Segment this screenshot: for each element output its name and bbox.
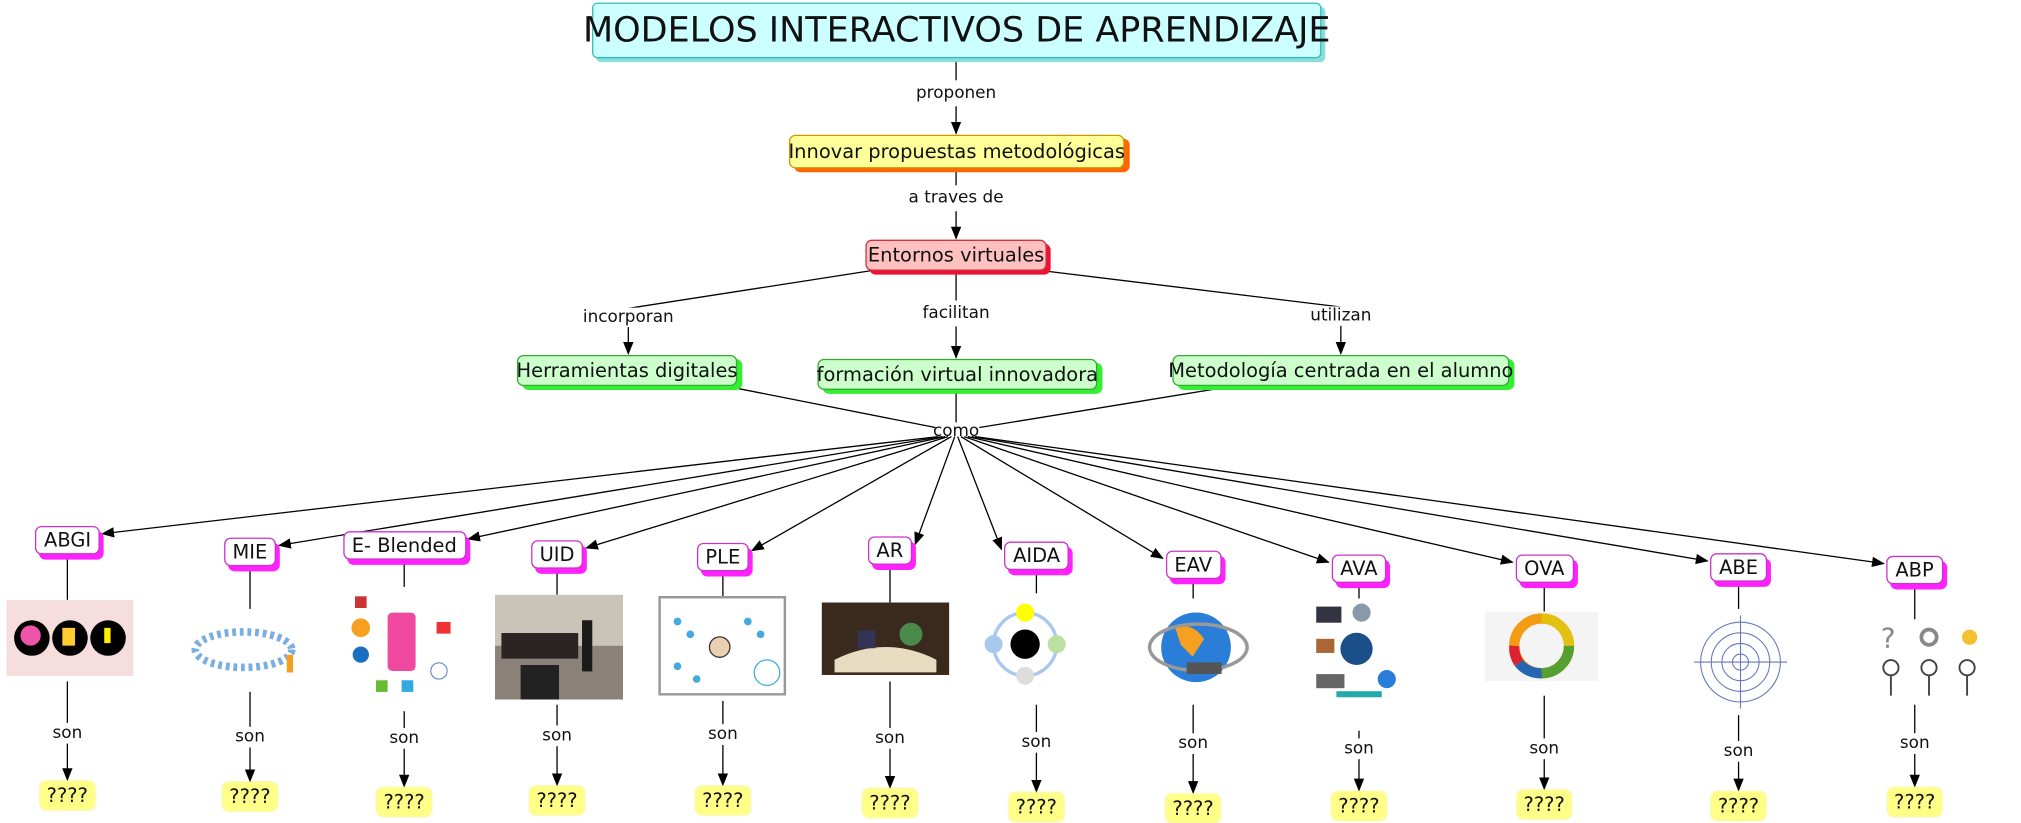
augmented-book-image xyxy=(821,602,950,676)
node-entornos-virtuales[interactable]: Entornos virtuales xyxy=(865,239,1047,271)
link-label-son: son xyxy=(232,727,268,747)
como-arrow xyxy=(975,435,1885,568)
node-eav[interactable]: EAV xyxy=(1165,550,1222,580)
como-arrow xyxy=(467,435,946,542)
link-label-son: son xyxy=(1897,733,1933,754)
node-ova[interactable]: OVA xyxy=(1515,554,1574,583)
connector-line xyxy=(979,388,1218,429)
virtual-environment-collage xyxy=(1311,599,1412,726)
leaf-node-placeholder[interactable]: ???? xyxy=(1887,787,1942,817)
leaf-node-placeholder[interactable]: ???? xyxy=(1517,790,1572,819)
link-label-son: son xyxy=(705,724,741,745)
classroom-photo xyxy=(495,594,623,700)
node-ple[interactable]: PLE xyxy=(696,542,750,572)
node-metodologia[interactable]: Metodología centrada en el alumno xyxy=(1168,354,1513,387)
kolb-target-image xyxy=(1674,609,1807,710)
leaf-node-placeholder[interactable]: ???? xyxy=(862,788,918,818)
ple-whiteboard-image xyxy=(658,595,787,696)
leaf-node-placeholder[interactable]: ???? xyxy=(1331,791,1387,821)
como-arrow xyxy=(750,436,952,552)
link-label-utilizan: utilizan xyxy=(1307,306,1375,326)
node-innovar[interactable]: Innovar propuestas metodológicas xyxy=(788,134,1125,169)
leaf-node-placeholder[interactable]: ???? xyxy=(222,782,278,811)
node-abe[interactable]: ABE xyxy=(1710,553,1768,582)
main-title-node[interactable]: MODELOS INTERACTIVOS DE APRENDIZAJE xyxy=(583,2,1331,59)
node-abgi[interactable]: ABGI xyxy=(34,525,101,555)
connector-line xyxy=(725,385,936,429)
como-arrow xyxy=(963,435,1330,564)
node-aida[interactable]: AIDA xyxy=(1004,541,1070,571)
leaf-node-placeholder[interactable]: ???? xyxy=(695,786,750,815)
leaf-node-placeholder[interactable]: ???? xyxy=(1009,792,1064,822)
link-label-facilitan: facilitan xyxy=(919,303,993,324)
link-label-son: son xyxy=(872,728,908,749)
leaf-node-placeholder[interactable]: ???? xyxy=(529,786,585,815)
aida-cycle-image xyxy=(976,593,1089,699)
link-label-como: como xyxy=(932,421,980,442)
como-arrow xyxy=(971,435,1709,565)
node-ava[interactable]: AVA xyxy=(1331,554,1387,583)
como-arrow xyxy=(101,435,939,538)
como-arrow xyxy=(914,436,956,546)
node-abp[interactable]: ABP xyxy=(1886,555,1943,585)
link-label-son: son xyxy=(1526,739,1562,759)
node-uid[interactable]: UID xyxy=(530,540,584,569)
thinking-figures-image: ? xyxy=(1866,619,1993,699)
leaf-node-placeholder[interactable]: ???? xyxy=(376,787,432,817)
link-label-son: son xyxy=(386,728,422,749)
globe-figure-image xyxy=(1140,599,1257,700)
como-arrow xyxy=(957,436,1003,551)
svg-text:?: ? xyxy=(1881,621,1896,654)
link-label-incorporan: incorporan xyxy=(580,307,677,328)
node-ar[interactable]: AR xyxy=(867,536,913,565)
como-arrow xyxy=(960,436,1164,560)
node-e-blended[interactable]: E- Blended xyxy=(342,531,466,560)
como-arrow xyxy=(277,435,943,549)
link-label-son: son xyxy=(1721,741,1757,762)
node-herramientas-digitales[interactable]: Herramientas digitales xyxy=(517,354,738,387)
leaf-node-placeholder[interactable]: ???? xyxy=(1165,794,1221,823)
link-label-son: son xyxy=(1175,733,1211,754)
link-label-son: son xyxy=(49,723,85,743)
node-formacion-virtual[interactable]: formación virtual innovadora xyxy=(817,358,1098,390)
ova-ring-image xyxy=(1484,611,1599,690)
link-label-son: son xyxy=(1341,739,1377,759)
blended-learning-image xyxy=(343,587,460,706)
como-arrow xyxy=(584,435,949,550)
heads-brain-image xyxy=(6,599,134,677)
node-mie[interactable]: MIE xyxy=(223,537,277,567)
people-circle-image xyxy=(180,609,307,687)
link-label-a-traves-de: a traves de xyxy=(905,188,1007,208)
leaf-node-placeholder[interactable]: ???? xyxy=(1711,791,1766,821)
link-label-son: son xyxy=(1018,732,1054,753)
leaf-node-placeholder[interactable]: ???? xyxy=(40,781,95,810)
link-label-proponen: proponen xyxy=(913,83,999,103)
connector-line xyxy=(1042,270,1341,308)
connector-line xyxy=(628,270,871,309)
link-label-son: son xyxy=(539,726,575,746)
como-arrow xyxy=(967,435,1514,565)
